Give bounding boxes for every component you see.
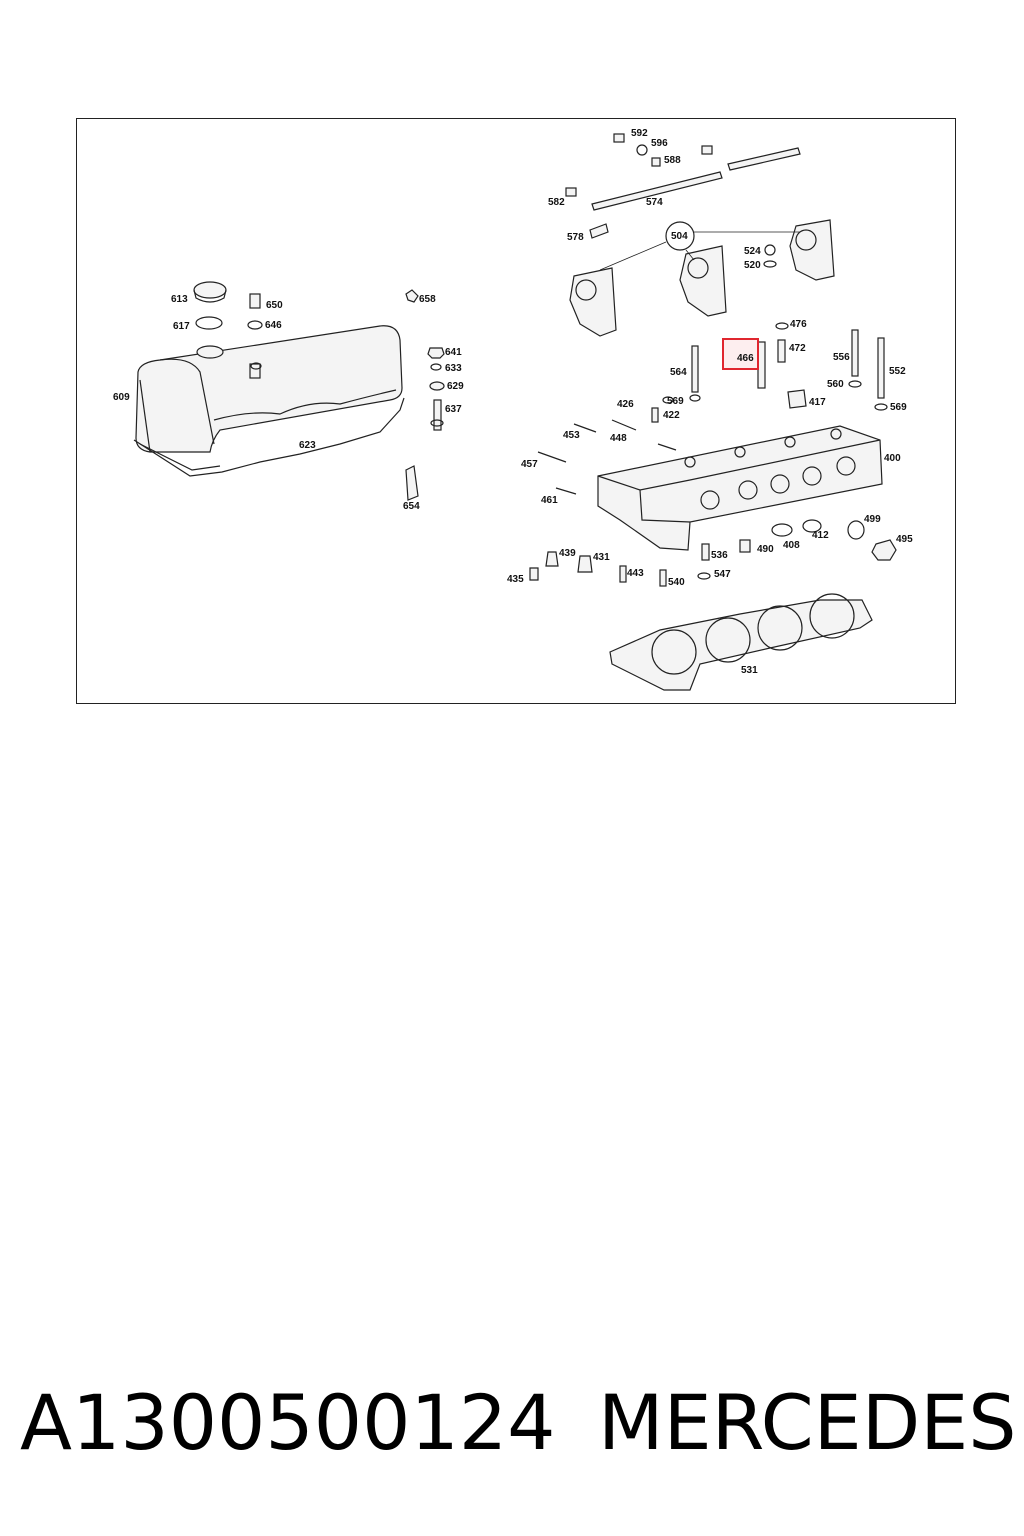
small-fittings [529,551,711,587]
label-504-callout [599,221,800,271]
label-490: 490 [757,544,774,555]
seals-and-plugs [701,519,897,561]
label-439: 439 [559,548,576,559]
small-hardware-top [565,133,713,239]
label-461: 461 [541,495,558,506]
label-582: 582 [548,197,565,208]
diagram-frame [76,118,956,704]
label-495: 495 [896,534,913,545]
label-426: 426 [617,399,634,410]
label-417: 417 [809,397,826,408]
label-504: 504 [671,231,688,242]
label-476: 476 [790,319,807,330]
label-637: 637 [445,404,462,415]
cover-fastener-stack [427,347,445,431]
exploded-parts-diagram: 592 596 588 582 574 578 504 524 520 613 … [113,128,913,691]
label-457: 457 [521,459,538,470]
highlight-box-466 [722,338,759,370]
label-524: 524 [744,246,761,257]
bolts-and-guides [651,322,888,423]
head-gasket [609,593,873,691]
brand-name: MERCEDES [598,1378,1017,1467]
rocker-arm-brackets [569,219,835,337]
label-574: 574 [646,197,663,208]
clip-658 [405,289,419,303]
breather-fitting [247,293,263,330]
label-400: 400 [884,453,901,464]
label-431: 431 [593,552,610,563]
label-448: 448 [610,433,627,444]
label-520: 520 [744,260,761,271]
label-443: 443 [627,568,644,579]
label-540: 540 [668,577,685,588]
label-588: 588 [664,155,681,166]
label-629: 629 [447,381,464,392]
label-564: 564 [670,367,687,378]
label-592: 592 [631,128,648,139]
label-412: 412 [812,530,829,541]
label-556: 556 [833,352,850,363]
label-650: 650 [266,300,283,311]
part-number: A1300500124 [20,1378,556,1467]
label-658: 658 [419,294,436,305]
label-646: 646 [265,320,282,331]
label-552: 552 [889,366,906,377]
oil-filler-cap [193,281,227,303]
label-609: 609 [113,392,130,403]
label-623: 623 [299,440,316,451]
valve-cover-gasket [133,397,405,477]
label-633: 633 [445,363,462,374]
studs [537,419,677,495]
label-547: 547 [714,569,731,580]
label-569-left: 569 [667,396,684,407]
label-453: 453 [563,430,580,441]
label-617: 617 [173,321,190,332]
filler-cap-seal [195,316,223,330]
label-499: 499 [864,514,881,525]
label-422: 422 [663,410,680,421]
label-596: 596 [651,138,668,149]
label-408: 408 [783,540,800,551]
label-613: 613 [171,294,188,305]
label-536: 536 [711,550,728,561]
label-569-right: 569 [890,402,907,413]
label-435: 435 [507,574,524,585]
spring-washers-524-520 [763,244,777,268]
valve-cover [135,325,403,453]
label-654: 654 [403,501,420,512]
label-472: 472 [789,343,806,354]
label-578: 578 [567,232,584,243]
label-641: 641 [445,347,462,358]
label-531: 531 [741,665,758,676]
label-466: 466 [737,353,754,364]
cylinder-head [597,425,883,551]
bracket-654 [405,465,419,501]
label-560: 560 [827,379,844,390]
rocker-shaft [591,147,801,211]
product-caption: A1300500124 MERCEDES [0,1368,1024,1478]
